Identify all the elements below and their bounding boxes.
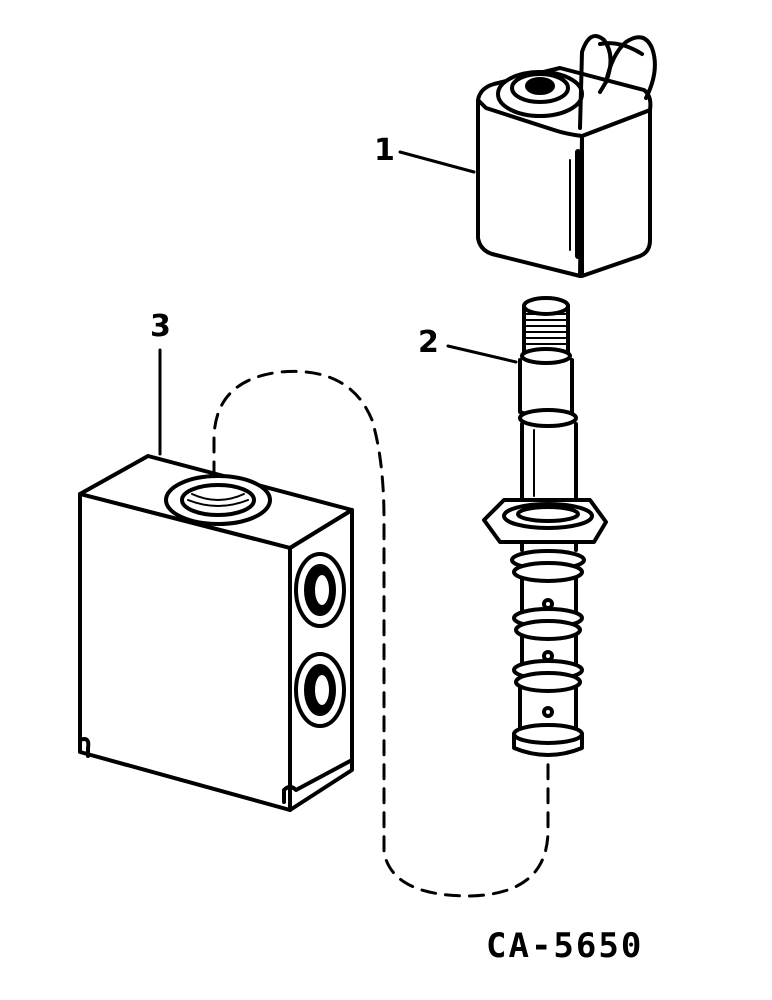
callout-2: 2 xyxy=(418,325,439,360)
leader-line-1 xyxy=(398,150,476,174)
callout-3: 3 xyxy=(150,309,171,344)
valve-body-block xyxy=(78,454,354,812)
assembly-path-dashed xyxy=(212,369,550,898)
solenoid-coil xyxy=(476,34,657,278)
callout-1: 1 xyxy=(374,133,395,168)
leader-line-2 xyxy=(446,344,518,364)
figure-id: CA-5650 xyxy=(486,926,644,966)
cartridge-valve xyxy=(482,296,608,757)
